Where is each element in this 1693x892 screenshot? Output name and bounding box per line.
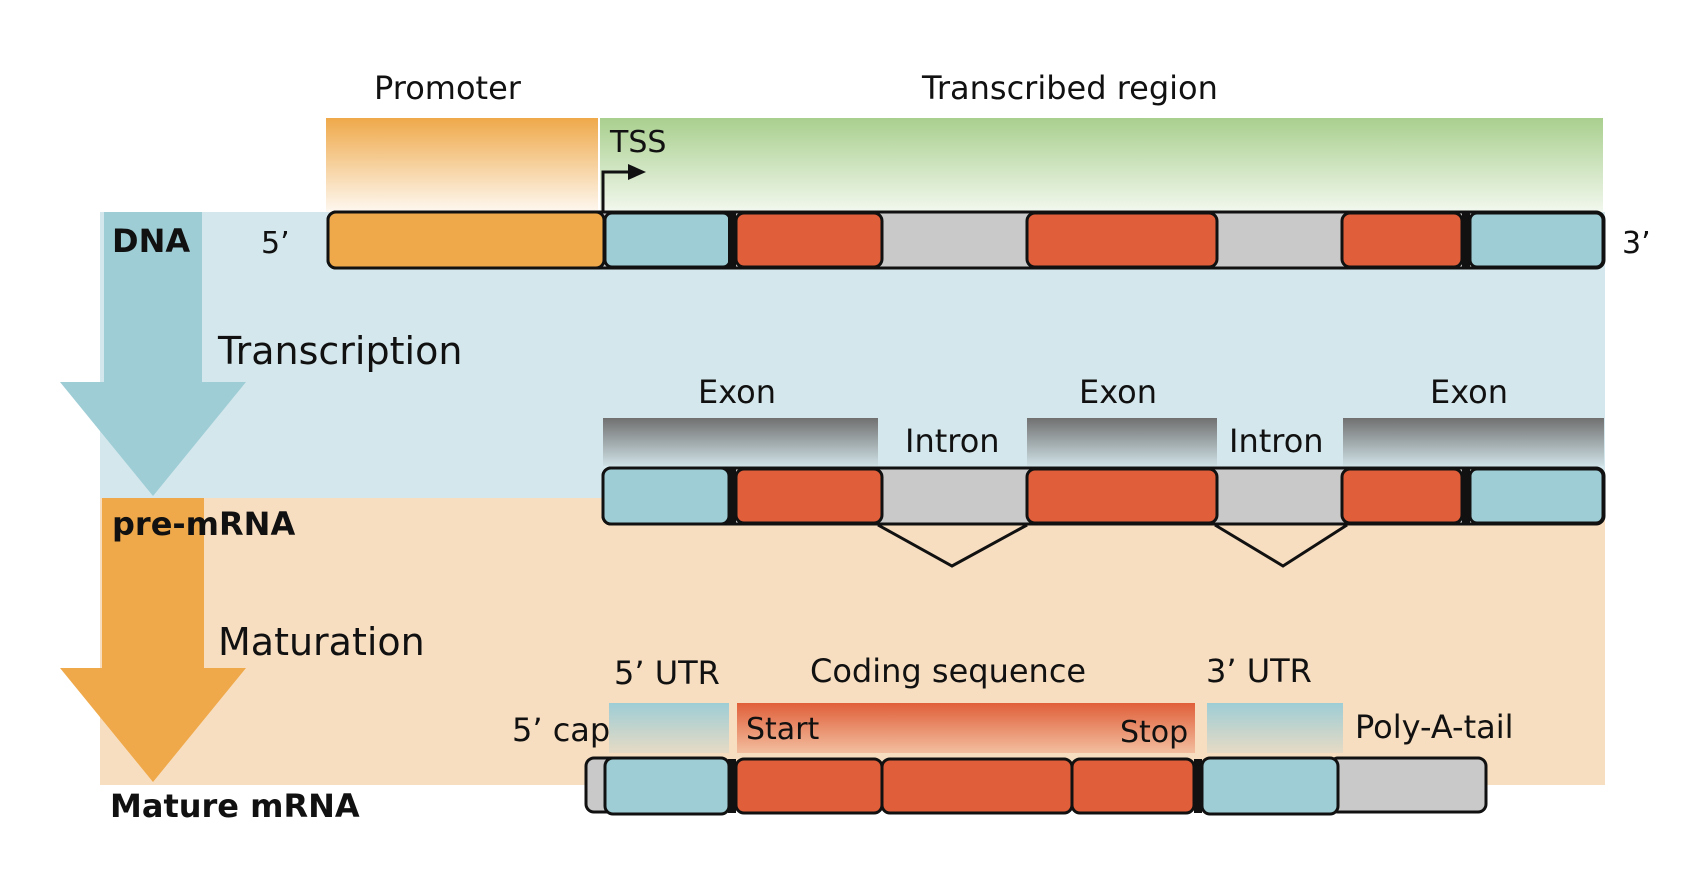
exon-label-3: Exon [1430, 373, 1509, 411]
maturation-arrow [60, 498, 246, 782]
transcribed-region-label: Transcribed region [922, 69, 1218, 107]
pre-mrna-label: pre-mRNA [112, 505, 296, 543]
mature-utr5 [603, 756, 731, 816]
dna-three-prime-label: 3’ [1622, 226, 1651, 261]
dna-utr5-segment [603, 211, 732, 269]
start-codon-label: Start [746, 712, 820, 747]
pre-mrna-utr3 [1468, 467, 1605, 525]
mature-mrna-label: Mature mRNA [110, 787, 360, 825]
pre-mrna-utr5 [601, 466, 731, 526]
utr3-band [1207, 703, 1343, 753]
dna-exon-2 [1025, 211, 1219, 269]
utr3-label: 3’ UTR [1206, 652, 1312, 690]
tss-arrow-icon [601, 164, 646, 212]
intron-label-2: Intron [1229, 422, 1324, 460]
splice-junction-1 [877, 523, 1028, 568]
exon-band-1 [603, 418, 878, 466]
pre-mrna-strand [601, 466, 1606, 526]
pre-mrna-exon-2 [1025, 467, 1219, 525]
exon-label-2: Exon [1079, 373, 1158, 411]
pre-mrna-exon-3 [1340, 467, 1464, 525]
promoter-band [326, 118, 598, 212]
dna-promoter-segment [326, 210, 606, 270]
coding-sequence-band [737, 703, 1195, 753]
exon-band-3 [1343, 418, 1604, 466]
tss-label: TSS [610, 125, 667, 160]
exon-band-2 [1027, 418, 1217, 466]
splice-junction-2 [1214, 523, 1348, 568]
poly-a-tail-segment [1328, 756, 1488, 814]
mature-exon-1 [734, 757, 884, 815]
dna-strand [326, 210, 1606, 270]
mature-exon-2 [880, 757, 1074, 815]
transcription-label: Transcription [218, 329, 463, 373]
poly-a-tail-label: Poly-A-tail [1355, 708, 1514, 746]
mature-mrna-strand [584, 756, 1488, 816]
promoter-label: Promoter [374, 69, 521, 107]
intron-label-1: Intron [905, 422, 1000, 460]
transcribed-region-band [600, 118, 1603, 212]
maturation-label: Maturation [218, 620, 425, 664]
dna-utr3-segment [1468, 211, 1605, 269]
mature-utr3 [1200, 756, 1340, 816]
coding-sequence-label: Coding sequence [810, 652, 1087, 690]
utr5-label: 5’ UTR [614, 654, 720, 692]
mature-exon-3 [1070, 757, 1196, 815]
pre-mrna-exon-1 [734, 467, 884, 525]
stop-codon-label: Stop [1120, 715, 1189, 750]
transcription-arrow [60, 212, 246, 496]
dna-label: DNA [112, 222, 191, 260]
dna-exon-1 [734, 211, 884, 269]
utr5-band [609, 703, 729, 753]
dna-five-prime-label: 5’ [261, 226, 290, 261]
exon-label-1: Exon [698, 373, 777, 411]
cap5-label: 5’ cap [512, 711, 611, 749]
dna-exon-3 [1340, 211, 1464, 269]
